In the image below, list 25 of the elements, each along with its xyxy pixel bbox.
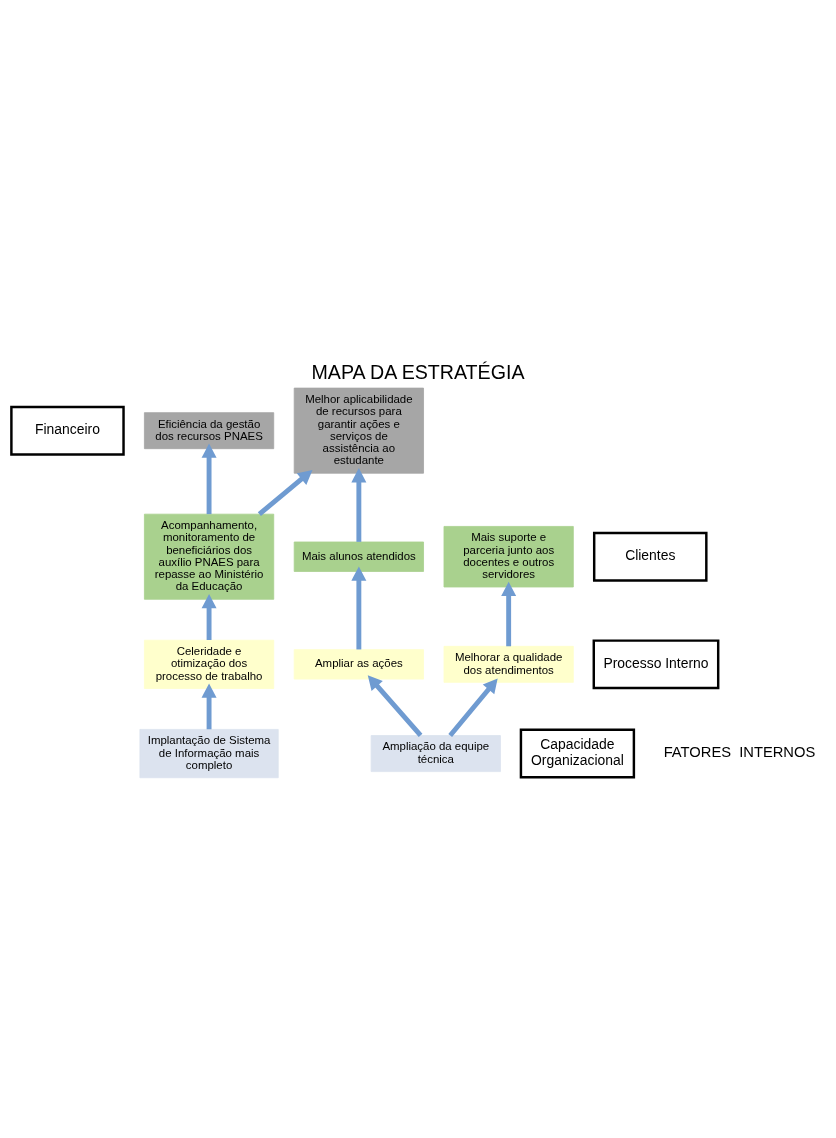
node-box: Financeiro (10, 405, 125, 456)
node-box: Ampliação da equipe técnica (370, 735, 501, 772)
arrow (351, 468, 367, 542)
label: FATORES INTERNOS (663, 744, 816, 761)
arrow (448, 678, 498, 738)
arrow (257, 470, 313, 516)
arrow (201, 683, 217, 730)
node-box: Mais alunos atendidos (293, 541, 424, 572)
node-box: Clientes (592, 531, 708, 582)
node-box: Mais suporte e parceria junto aos docentes e outros servidores (443, 526, 574, 588)
node-box: Ampliar as ações (293, 649, 424, 680)
arrow (351, 566, 367, 650)
node-box: Implantação de Sistema de Informação mais completo (139, 729, 279, 779)
node-box: Melhorar a qualidade dos atendimentos (443, 645, 574, 683)
node-box: Celeridade e otimização dos processo de trabalho (144, 639, 275, 689)
node-box: Acompanhamento, monitoramento de beneficiários dos auxílio PNAES para repasse ao Ministério da Educação (144, 513, 275, 600)
node-box: Processo Interno (592, 639, 720, 690)
diagram-title: MAPA DA ESTRATÉGIA (311, 361, 525, 384)
arrow (201, 443, 217, 515)
node-box: Melhor aplicabilidade de recursos para garantir ações e serviços de assistência ao estudante (293, 387, 424, 474)
arrow (201, 594, 217, 640)
node-box: Capacidade Organizacional (519, 728, 636, 779)
node-box: Eficiência da gestão dos recursos PNAES (144, 412, 275, 450)
arrow (501, 581, 517, 647)
arrow (367, 675, 423, 738)
